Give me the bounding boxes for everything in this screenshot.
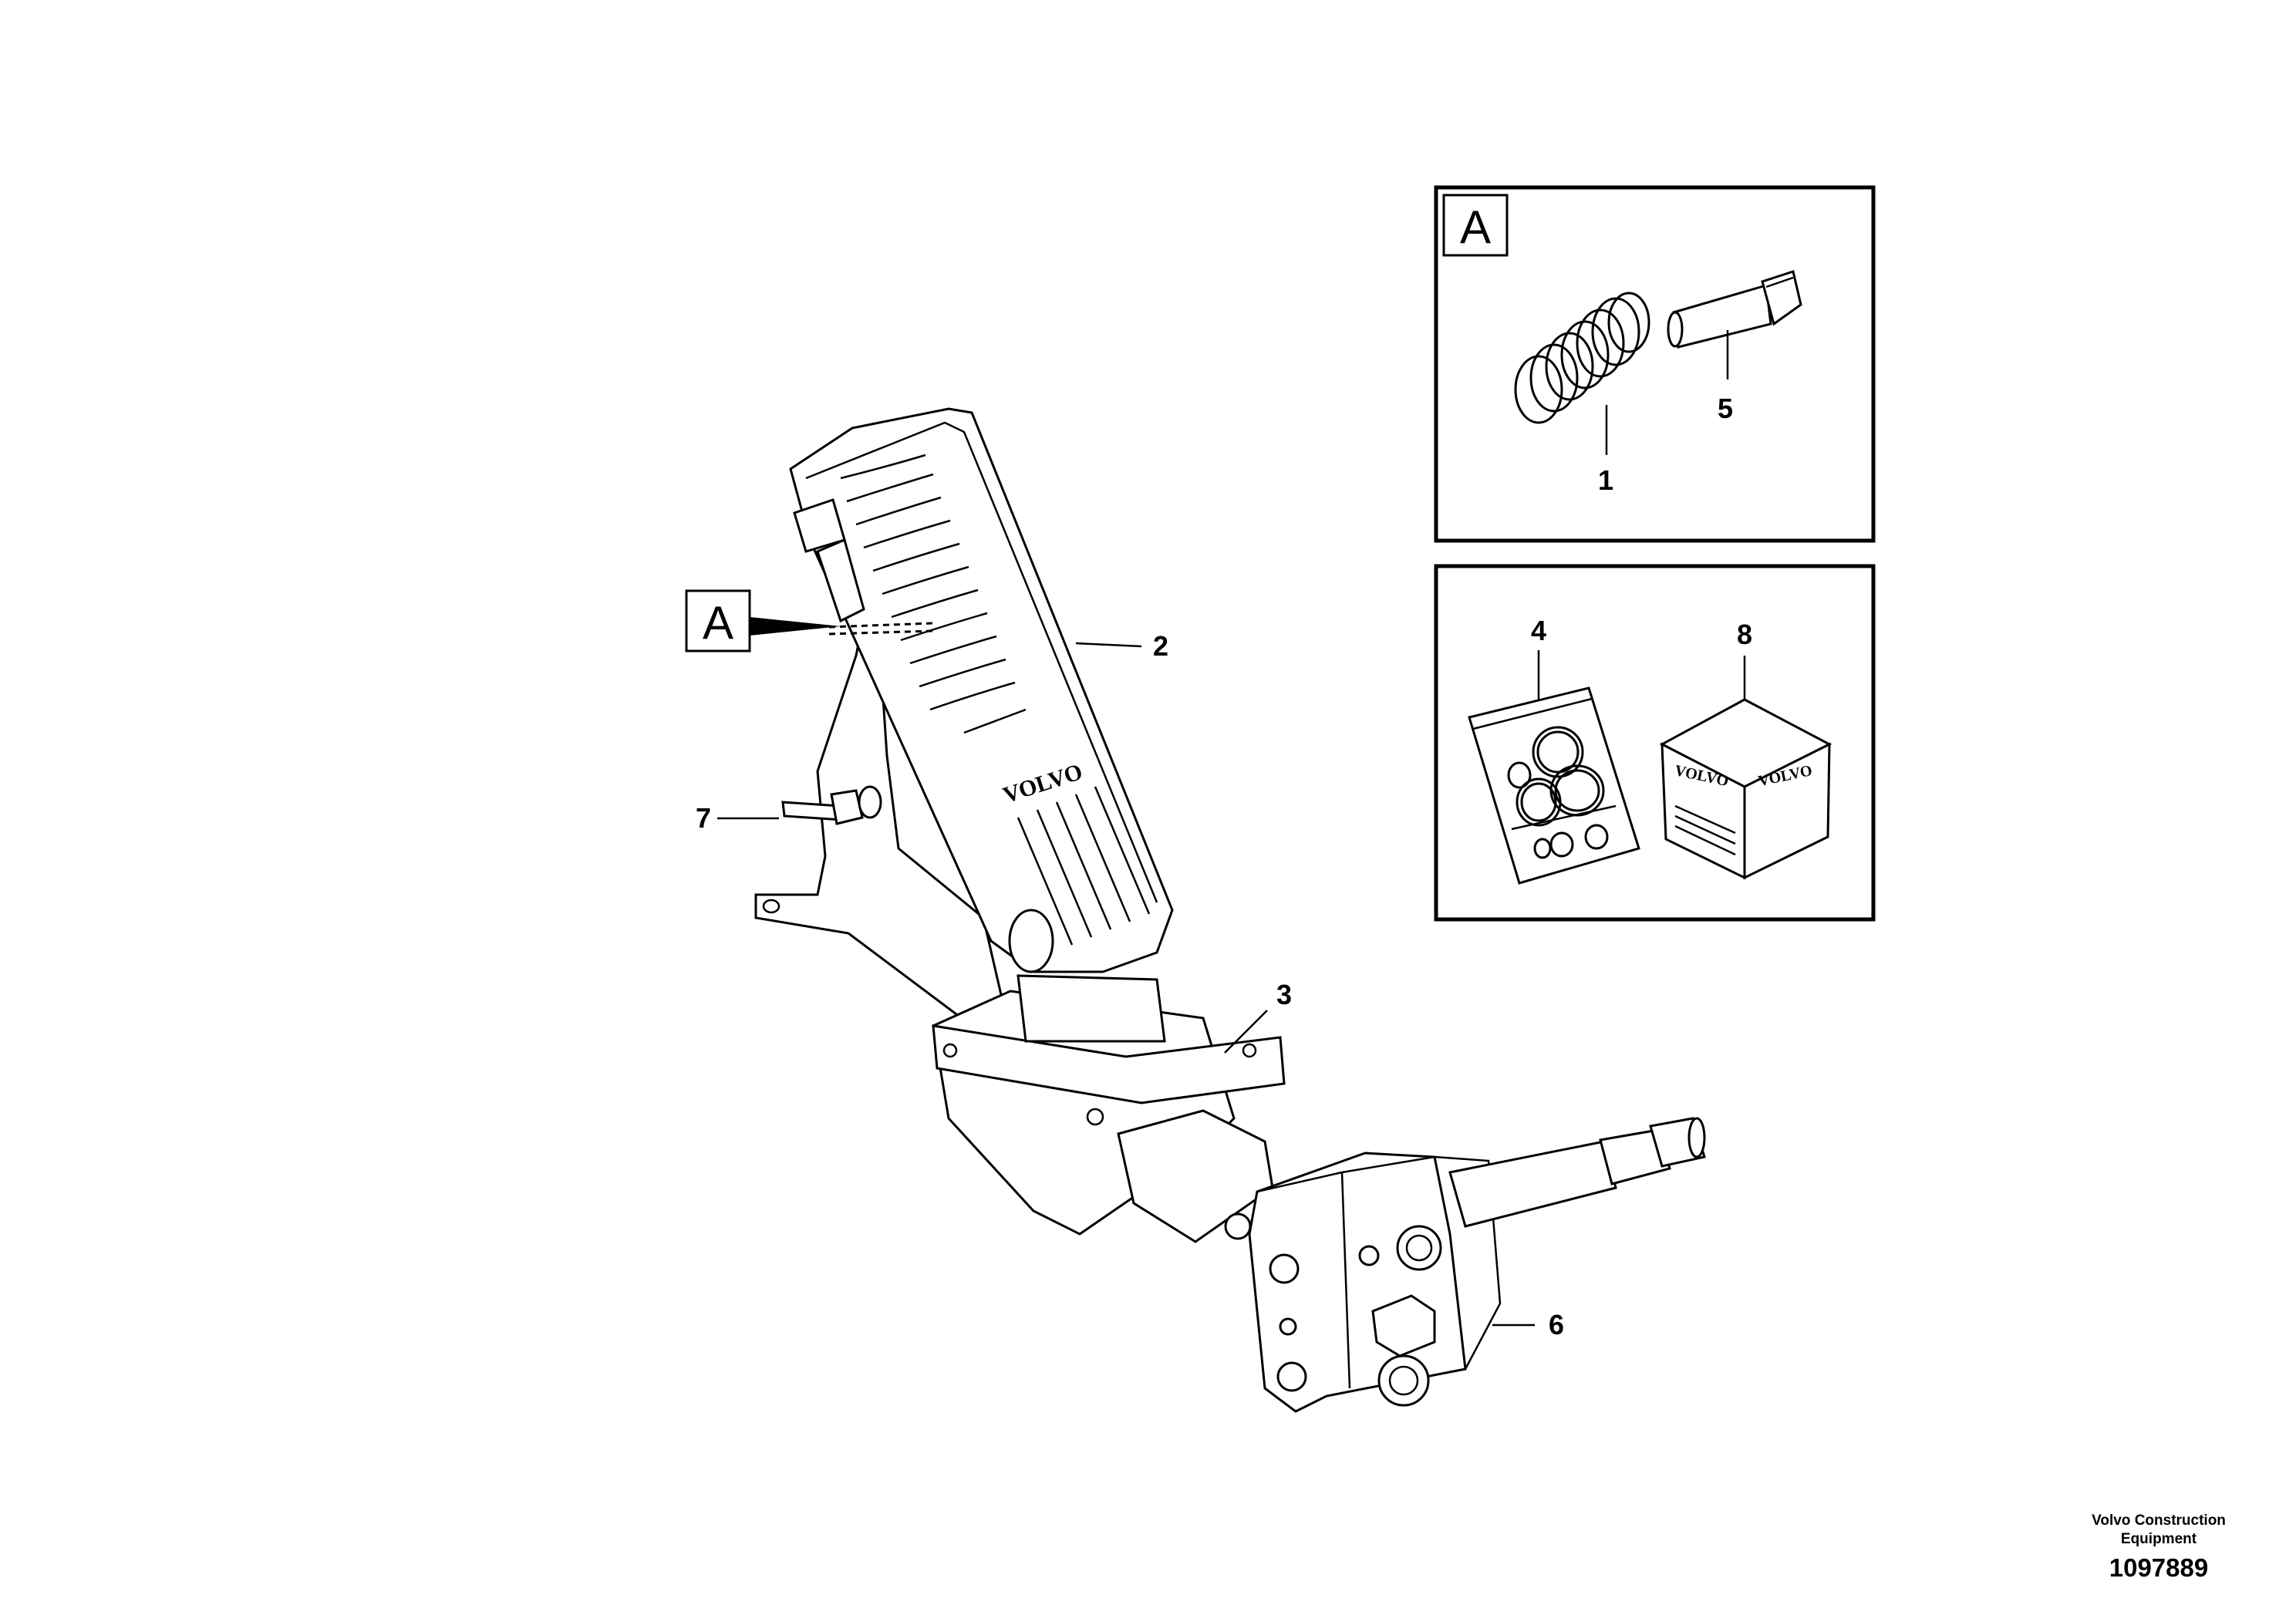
callout-6: 6 [1549, 1309, 1564, 1340]
view-a-tag-label: A [1460, 201, 1491, 253]
callout-5: 5 [1718, 393, 1733, 424]
pin-part [1667, 270, 1802, 349]
callout-3: 3 [1276, 979, 1292, 1010]
parts-box: VOLVO VOLVO [1659, 698, 1832, 880]
callout-7: 7 [696, 802, 711, 834]
callout-2: 2 [1153, 630, 1168, 662]
publisher-name: Volvo Construction Equipment [2092, 1512, 2226, 1547]
pedal-tread [840, 454, 1151, 946]
callout-4: 4 [1531, 615, 1546, 646]
detail-panel-kits: 4 8 VOLVO VOLVO [1434, 564, 1876, 922]
spring-part [1514, 292, 1650, 424]
view-a-pointer [750, 617, 841, 636]
detail-panel-a: A 1 5 [1434, 185, 1876, 543]
view-a-reference-label: A [703, 597, 733, 649]
publisher-credit: Volvo Construction Equipment 1097889 [2058, 1512, 2259, 1583]
callout-8: 8 [1737, 619, 1752, 650]
pedal-assembly: VOLVO [754, 407, 1706, 1413]
illustration-number: 1097889 [2109, 1553, 2209, 1582]
callout-1: 1 [1598, 464, 1613, 496]
seal-kit-bag [1468, 686, 1640, 885]
view-a-tag-box [1442, 194, 1509, 257]
